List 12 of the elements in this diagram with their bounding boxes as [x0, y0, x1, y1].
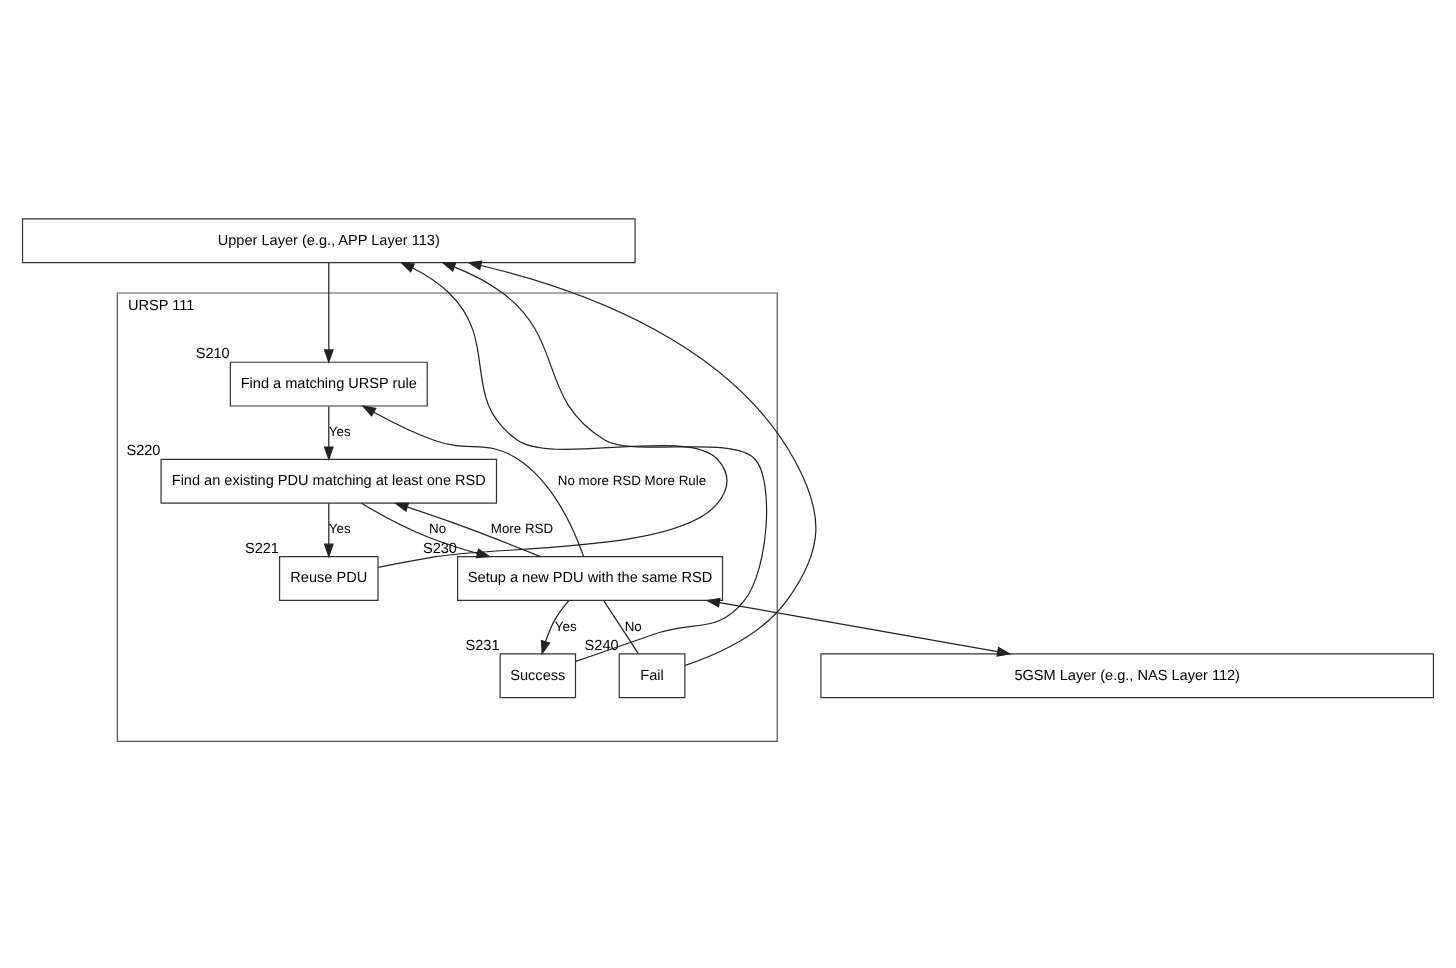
arrow	[441, 261, 768, 662]
arrow	[540, 598, 570, 655]
arrow	[467, 259, 817, 665]
arrow	[361, 404, 585, 556]
arrow	[377, 260, 728, 567]
arrow	[323, 502, 334, 558]
arrow	[393, 501, 542, 557]
arrow	[323, 261, 334, 363]
arrow	[705, 596, 1012, 656]
arrow	[323, 404, 334, 460]
connector	[603, 599, 639, 654]
arrow	[360, 501, 491, 558]
